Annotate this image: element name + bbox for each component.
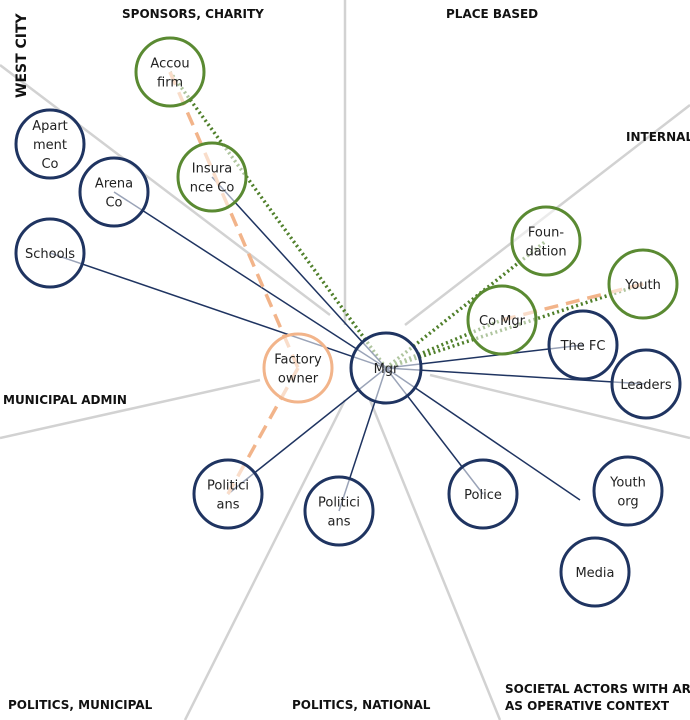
- divider-lower-right: [368, 399, 502, 720]
- edge-mgr-accou: [168, 70, 388, 370]
- node-label-schools-0: Schools: [25, 247, 75, 262]
- sector-label-politics-national: POLITICS, NATIONAL: [292, 698, 431, 712]
- node-circle-pol_nat: [303, 475, 375, 547]
- node-label-apartment-1: ment: [33, 138, 67, 153]
- edge-mgr-schools: [49, 252, 387, 369]
- node-circle-comgr: [466, 284, 538, 356]
- edge-mgr-leaders: [385, 367, 647, 385]
- node-mgr: Mgr: [349, 331, 423, 405]
- sector-label-politics-municipal: POLITICS, MUNICIPAL: [8, 698, 153, 712]
- node-circle-mgr: [349, 331, 423, 405]
- node-circle-media: [559, 536, 631, 608]
- node-label-pol_mun-0: Politici: [207, 479, 249, 494]
- edge-mgr-youth_org: [385, 367, 581, 501]
- node-circle-youth_org: [592, 455, 664, 527]
- node-label-youth-0: Youth: [624, 278, 661, 293]
- node-label-accou-0: Accou: [150, 57, 189, 72]
- node-label-leaders-0: Leaders: [620, 378, 672, 393]
- sector-label-societal-line1: SOCIETAL ACTORS WITH AREA: [505, 682, 690, 696]
- node-circle-insurance: [176, 141, 248, 213]
- node-label-police-0: Police: [464, 488, 502, 503]
- node-label-comgr-0: Co Mgr: [479, 314, 526, 329]
- node-label-pol_nat-0: Politici: [318, 496, 360, 511]
- edges-layer: [49, 70, 647, 512]
- node-label-media-0: Media: [575, 566, 614, 581]
- sector-label-place: PLACE BASED: [446, 7, 538, 21]
- node-label-youth_org-0: Youth: [609, 476, 646, 491]
- node-label-apartment-0: Apart: [32, 119, 68, 134]
- node-label-foundation-1: dation: [525, 245, 566, 260]
- node-schools: Schools: [14, 217, 86, 289]
- node-label-pol_nat-1: ans: [328, 515, 351, 530]
- node-label-factory-1: owner: [278, 372, 319, 387]
- node-circle-accou: [134, 36, 206, 108]
- node-circle-foundation: [510, 205, 582, 277]
- sector-label-municipal-admin: MUNICIPAL ADMIN: [3, 393, 127, 407]
- edge-mgr-insurance: [211, 176, 387, 369]
- node-factory: Factory owner: [262, 332, 334, 404]
- node-label-insurance-1: nce Co: [190, 181, 235, 196]
- node-circle-police: [447, 458, 519, 530]
- node-foundation: Foun-dation: [510, 205, 582, 277]
- divider-lower-left: [183, 399, 347, 720]
- node-insurance: Insura nce Co: [176, 141, 248, 213]
- edge-mgr-arena: [113, 191, 387, 369]
- edge-accou-factory: [168, 71, 300, 369]
- node-thefc: The FC: [547, 309, 619, 381]
- divider-right: [429, 373, 690, 440]
- node-label-thefc-0: The FC: [560, 339, 606, 354]
- node-media: Media: [559, 536, 631, 608]
- divider-left: [0, 378, 261, 440]
- sector-label-societal-line2: AS OPERATIVE CONTEXT: [505, 699, 670, 713]
- node-circle-apartment: [14, 108, 86, 180]
- node-label-youth_org-1: org: [617, 495, 638, 510]
- sector-label-internal: INTERNAL: [626, 130, 690, 144]
- node-circle-pol_mun: [192, 458, 264, 530]
- node-pol_mun: Politici ans: [192, 458, 264, 530]
- node-circle-factory: [262, 332, 334, 404]
- sector-label-west-city: WEST CITY: [14, 12, 30, 98]
- node-accou: Accou firm: [134, 36, 206, 108]
- node-label-accou-1: firm: [157, 76, 183, 91]
- divider-upper-left: [0, 64, 331, 316]
- node-label-foundation-0: Foun-: [528, 226, 564, 241]
- node-police: Police: [447, 458, 519, 530]
- node-label-factory-0: Factory: [274, 353, 322, 368]
- node-label-mgr-0: Mgr: [374, 362, 399, 377]
- node-circle-leaders: [610, 348, 682, 420]
- node-youth: Youth: [607, 248, 679, 320]
- node-leaders: Leaders: [610, 348, 682, 420]
- node-circle-arena: [78, 156, 150, 228]
- node-circle-schools: [14, 217, 86, 289]
- node-circle-youth: [607, 248, 679, 320]
- node-label-arena-1: Co: [105, 196, 122, 211]
- node-circle-thefc: [547, 309, 619, 381]
- node-label-pol_mun-1: ans: [217, 498, 240, 513]
- node-label-apartment-2: Co: [41, 157, 58, 172]
- node-label-arena-0: Arena: [95, 177, 133, 192]
- node-youth_org: Youth org: [592, 455, 664, 527]
- sector-label-sponsors: SPONSORS, CHARITY: [122, 7, 264, 21]
- sector-labels: SPONSORS, CHARITY PLACE BASED INTERNAL W…: [3, 7, 690, 713]
- node-pol_nat: Politici ans: [303, 475, 375, 547]
- node-label-insurance-0: Insura: [192, 162, 232, 177]
- node-comgr: Co Mgr: [466, 284, 538, 356]
